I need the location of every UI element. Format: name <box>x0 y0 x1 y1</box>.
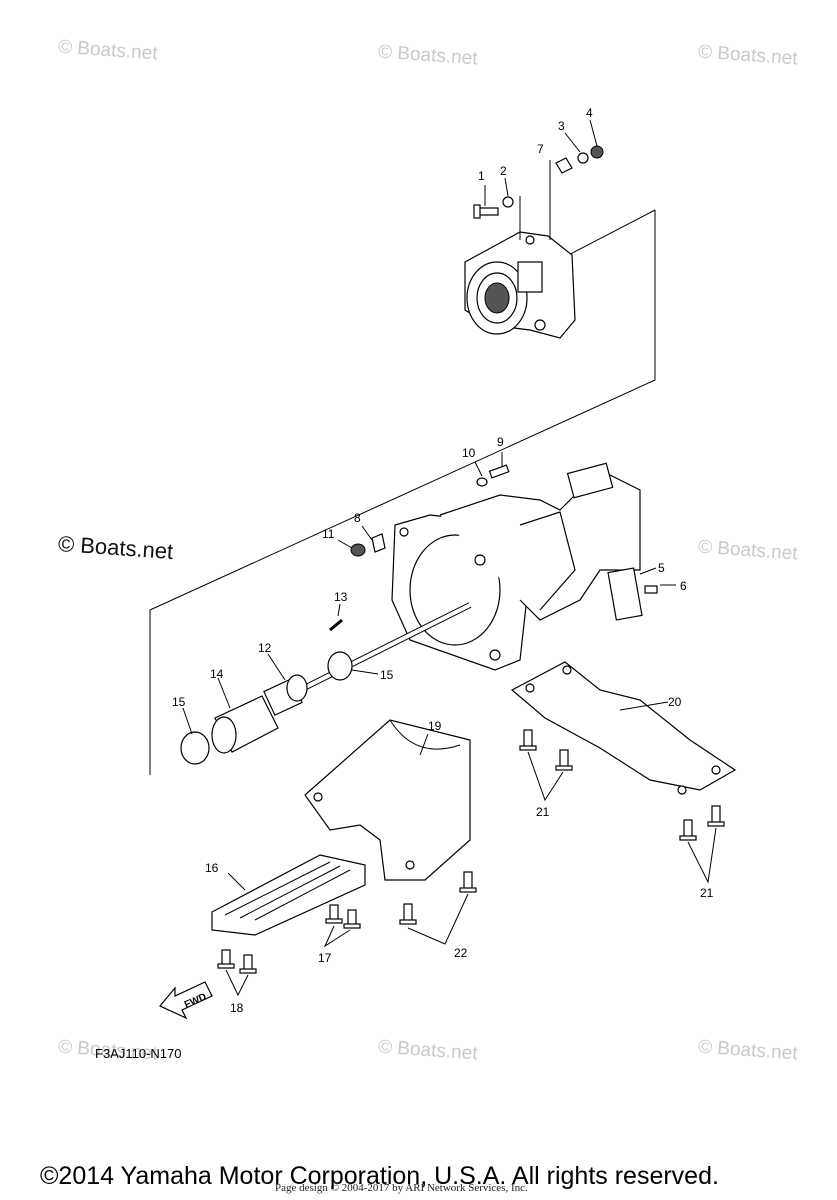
callout-label: 6 <box>680 579 687 593</box>
callout-label: 5 <box>658 561 665 575</box>
forward-direction-arrow: FWD <box>159 981 213 1020</box>
callout-label: 15 <box>172 695 186 709</box>
screw-6 <box>644 585 658 594</box>
callout-label: 22 <box>454 946 468 960</box>
bolt-21 <box>707 805 725 827</box>
plate-7 <box>555 157 573 174</box>
page-design-credit: Page design © 2004-2017 by ARI Network S… <box>275 1182 528 1194</box>
hose-14 <box>211 695 279 754</box>
callout-label: 3 <box>558 119 565 133</box>
washer-10 <box>476 477 488 487</box>
bolt-17 <box>343 909 361 929</box>
callout-label: 1 <box>478 169 485 183</box>
callout-label: 2 <box>500 164 507 178</box>
jet-pump-housing <box>391 462 641 671</box>
callout-label: 16 <box>205 861 219 875</box>
callout-label: 7 <box>537 142 544 156</box>
callout-label: 21 <box>536 805 550 819</box>
bolt-21 <box>555 749 573 771</box>
bearing-housing <box>464 231 576 339</box>
washer-2 <box>502 196 514 208</box>
callout-label: 11 <box>322 527 335 541</box>
nut-11 <box>350 543 366 557</box>
callout-label: 19 <box>428 719 442 733</box>
bolt-1 <box>473 204 499 219</box>
ride-plate-20 <box>510 661 737 795</box>
bolt-21 <box>519 729 537 751</box>
assembly-bracket-line <box>149 210 656 775</box>
plate-8 <box>371 533 386 553</box>
callout-label: 18 <box>230 1001 244 1015</box>
intake-grill-16 <box>211 854 366 936</box>
intake-grate-19 <box>304 719 471 881</box>
callout-label: 21 <box>700 886 714 900</box>
bolt-18 <box>239 954 257 974</box>
callout-label: 4 <box>586 106 593 120</box>
callout-label: 14 <box>210 667 224 681</box>
bolt-22 <box>399 903 417 925</box>
callout-label: 8 <box>354 511 361 525</box>
bolt-17 <box>325 904 343 924</box>
cover-5 <box>607 567 643 621</box>
assembly-bracket-line <box>554 209 656 263</box>
nut-4 <box>590 145 604 159</box>
callout-label: 13 <box>334 590 348 604</box>
bolt-18 <box>217 949 235 969</box>
callout-group: 1 2 3 4 5 6 7 8 9 10 11 12 13 14 15 15 1… <box>172 106 714 1015</box>
screw-13 <box>329 618 343 632</box>
callout-label: 12 <box>258 641 272 655</box>
diagram-code: F3AJ110-N170 <box>95 1046 182 1061</box>
hose-clamp-15 <box>180 731 210 765</box>
callout-label: 17 <box>318 951 332 965</box>
callout-label: 20 <box>668 695 682 709</box>
bolt-21 <box>679 819 697 841</box>
callout-label: 9 <box>497 435 504 449</box>
callout-label: 15 <box>380 668 394 682</box>
bolt-22 <box>459 871 477 893</box>
hose-clamp-15 <box>327 651 353 681</box>
washer-3 <box>577 152 589 164</box>
shaft-coupling-12 <box>263 674 308 716</box>
bolt-9 <box>488 464 510 479</box>
copyright-notice: ©2014 Yamaha Motor Corporation, U.S.A. A… <box>40 1162 719 1190</box>
callout-label: 10 <box>462 446 476 460</box>
